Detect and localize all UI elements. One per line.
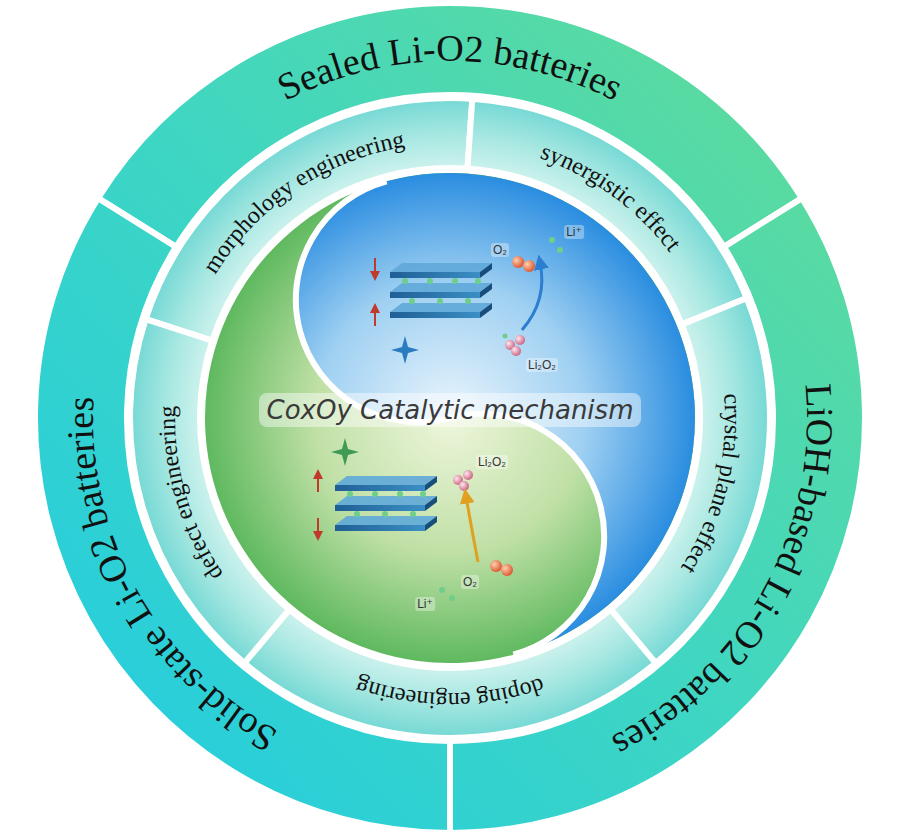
band-label-text: Sealed Li-O2 batteries <box>271 27 630 108</box>
species-label: Li₂O₂ <box>476 455 508 469</box>
species-label: Li₂O₂ <box>526 358 558 372</box>
li2o2-cluster <box>453 470 473 491</box>
yin-yang-outline <box>205 173 695 663</box>
band-label: Solid-state Li-O2 batteries <box>59 396 283 761</box>
species-label: Li⁺ <box>415 597 435 611</box>
band-label-text: Solid-state Li-O2 batteries <box>59 396 283 761</box>
band-label-text: defect engineering <box>154 405 228 585</box>
band-label: morphology engineering <box>197 126 406 278</box>
band-segment <box>450 198 865 833</box>
species-label: O₂ <box>461 575 479 589</box>
band-label: LiOH-based Li-O2 batteries <box>606 382 841 767</box>
yin-yang-core: CoxOy Catalytic mechanism <box>205 173 695 663</box>
band-segment <box>611 298 770 663</box>
band-label-text: crystal plane effect <box>676 393 746 580</box>
core-title: CoxOy Catalytic mechanism <box>259 393 642 427</box>
species-label: Li⁺ <box>564 225 584 239</box>
band-segment <box>98 3 802 247</box>
band-label: doping engineering <box>352 673 548 714</box>
band-segment <box>35 198 450 833</box>
band-label: defect engineering <box>154 405 228 585</box>
band-label: synergistic effect <box>538 138 687 256</box>
upper-crystal <box>375 237 563 364</box>
lower-crystal <box>318 438 513 601</box>
band-segment <box>146 98 473 341</box>
li2o2-cluster <box>503 334 526 357</box>
band-label-text: morphology engineering <box>197 126 406 278</box>
band-label: Sealed Li-O2 batteries <box>271 27 630 108</box>
band-label-text: synergistic effect <box>538 138 687 256</box>
band-label: crystal plane effect <box>676 393 746 580</box>
band-segment <box>467 99 746 325</box>
band-label-text: doping engineering <box>352 673 548 714</box>
blue-half <box>268 173 695 663</box>
band-segment <box>244 610 655 738</box>
band-segment <box>130 319 289 663</box>
s-divider <box>268 173 631 663</box>
species-label: O₂ <box>491 243 509 257</box>
band-label-text: LiOH-based Li-O2 batteries <box>606 382 841 767</box>
green-half <box>205 173 695 663</box>
